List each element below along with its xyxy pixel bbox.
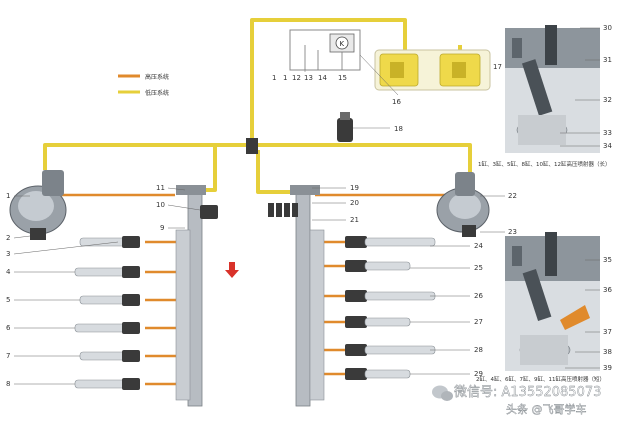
detail-view-short-injector bbox=[505, 232, 600, 371]
callout-label: 34 bbox=[603, 142, 612, 150]
note-lower-bank: 2缸、4缸、6缸、7缸、9缸、11缸高压喷射器（短） bbox=[476, 375, 605, 383]
injector bbox=[345, 316, 411, 328]
callout-label: 18 bbox=[394, 125, 403, 133]
callout-label: 32 bbox=[603, 96, 612, 104]
injector bbox=[74, 322, 140, 334]
hp-pump-left bbox=[9, 170, 67, 240]
callout-label: 38 bbox=[603, 348, 612, 356]
callout-label: 16 bbox=[392, 98, 401, 106]
note-upper-bank: 1缸、3缸、5缸、8缸、10缸、12缸高压喷射器（长） bbox=[478, 160, 611, 168]
control-sensor-assembly: K bbox=[289, 29, 361, 71]
leader-lines bbox=[13, 27, 600, 385]
sensor-icon bbox=[335, 36, 349, 50]
legend-label-low-pressure: 低压系统 bbox=[145, 89, 169, 97]
callout-label: 27 bbox=[474, 318, 483, 326]
callout-label: 13 bbox=[304, 74, 313, 82]
callout-label: 1 bbox=[272, 74, 276, 82]
callout-label: 17 bbox=[493, 63, 502, 71]
sensor-symbol: K bbox=[340, 40, 345, 48]
injector bbox=[345, 236, 436, 248]
legend-label-high-pressure: 高压系统 bbox=[145, 73, 169, 81]
injector bbox=[79, 236, 140, 248]
callout-label: 25 bbox=[474, 264, 483, 272]
flow-direction-arrow bbox=[225, 262, 239, 278]
callout-label: 6 bbox=[6, 324, 11, 332]
callout-label: 29 bbox=[474, 370, 483, 378]
watermark-line-2: 头条 @飞哥学车 bbox=[506, 402, 587, 416]
callout-label: 24 bbox=[474, 242, 483, 250]
callout-label: 20 bbox=[350, 199, 359, 207]
callout-label: 1 bbox=[6, 192, 10, 200]
callout-label: 22 bbox=[508, 192, 517, 200]
callout-label: 39 bbox=[603, 364, 612, 372]
callout-label: 8 bbox=[6, 380, 10, 388]
callout-label: 33 bbox=[603, 129, 612, 137]
watermark: 微信号: A13552085073 头条 @飞哥学车 bbox=[432, 385, 602, 416]
junction-block bbox=[246, 138, 258, 154]
callout-label: 5 bbox=[6, 296, 10, 304]
injector bbox=[345, 290, 436, 302]
pressure-sensor bbox=[337, 112, 390, 142]
legend: 高压系统 低压系统 bbox=[118, 73, 169, 97]
injector bbox=[74, 266, 140, 278]
low-pressure-lines bbox=[43, 18, 472, 194]
injector bbox=[79, 294, 140, 306]
hp-pump-right bbox=[436, 172, 490, 237]
callout-label: 1 bbox=[283, 74, 287, 82]
callout-label: 35 bbox=[603, 256, 612, 264]
injectors-right bbox=[345, 236, 436, 380]
callout-label: 9 bbox=[160, 224, 164, 232]
callout-label: 2 bbox=[6, 234, 10, 242]
injector bbox=[74, 378, 140, 390]
callout-label: 3 bbox=[6, 250, 10, 258]
callout-label: 26 bbox=[474, 292, 483, 300]
detail-view-long-injector bbox=[505, 25, 600, 153]
wechat-icon bbox=[432, 385, 453, 401]
callout-label: 15 bbox=[338, 74, 347, 82]
callouts: 1 2 3 4 5 6 7 8 9 10 11 1 1 12 13 14 15 … bbox=[6, 24, 612, 388]
callout-label: 37 bbox=[603, 328, 612, 336]
injector bbox=[345, 260, 411, 272]
injectors-left bbox=[74, 236, 140, 390]
callout-label: 30 bbox=[603, 24, 612, 32]
injector bbox=[79, 350, 140, 362]
fuel-rail-left bbox=[175, 185, 218, 407]
spray-cone bbox=[560, 305, 590, 330]
callout-label: 28 bbox=[474, 346, 483, 354]
fuel-tank bbox=[374, 49, 491, 91]
injector bbox=[345, 344, 436, 356]
callout-label: 36 bbox=[603, 286, 612, 294]
injector bbox=[345, 368, 411, 380]
watermark-line-1: 微信号: A13552085073 bbox=[454, 385, 601, 400]
callout-label: 14 bbox=[318, 74, 327, 82]
callout-label: 23 bbox=[508, 228, 517, 236]
callout-label: 7 bbox=[6, 352, 10, 360]
callout-label: 21 bbox=[350, 216, 359, 224]
callout-label: 31 bbox=[603, 56, 612, 64]
callout-label: 11 bbox=[156, 184, 165, 192]
fuel-rail-right bbox=[268, 185, 325, 407]
callout-label: 19 bbox=[350, 184, 359, 192]
callout-label: 12 bbox=[292, 74, 301, 82]
callout-label: 4 bbox=[6, 268, 11, 276]
callout-label: 10 bbox=[156, 201, 165, 209]
